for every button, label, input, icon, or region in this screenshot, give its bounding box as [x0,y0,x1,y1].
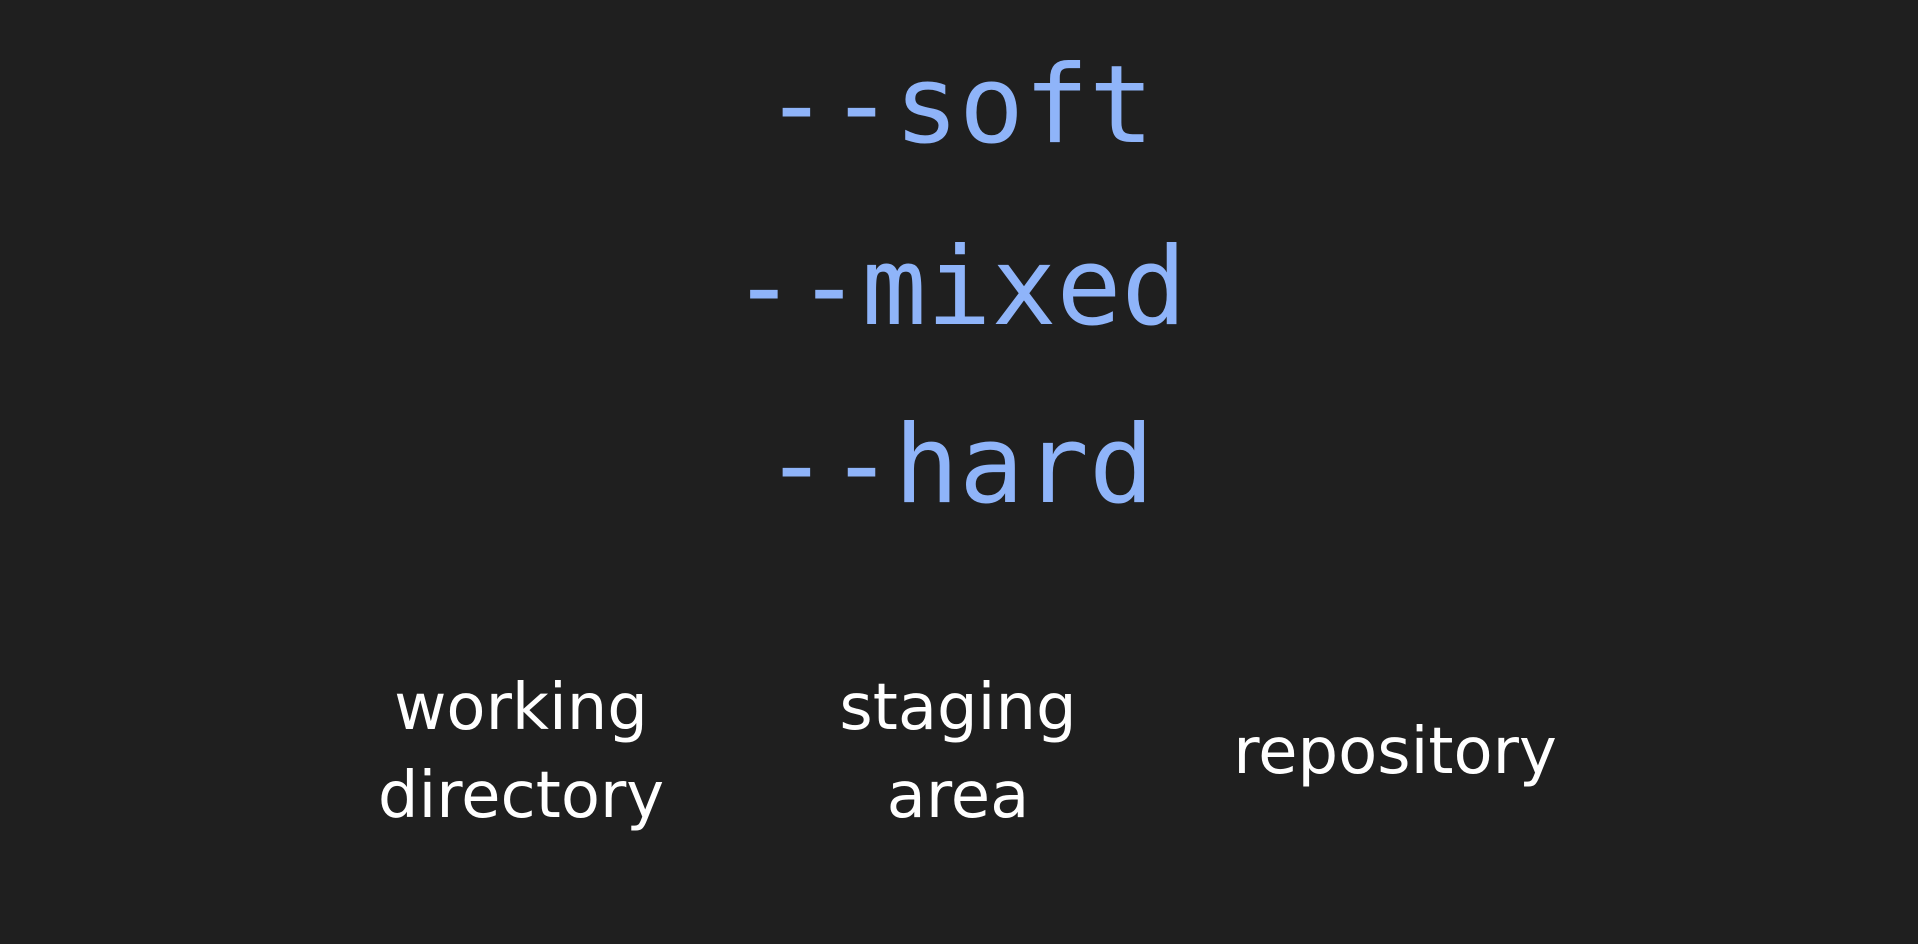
flag-hard: --hard [763,403,1155,528]
repository-label: repository [1195,708,1595,796]
flag-soft: --soft [763,43,1155,168]
repository-line1: repository [1233,715,1557,789]
staging-area-line2: area [886,759,1030,833]
staging-area-line1: staging [839,671,1077,745]
staging-area-label: staging area [758,664,1158,840]
flag-mixed: --mixed [731,225,1187,350]
working-directory-line1: working [394,671,648,745]
working-directory-label: working directory [321,664,721,840]
working-directory-line2: directory [377,759,665,833]
